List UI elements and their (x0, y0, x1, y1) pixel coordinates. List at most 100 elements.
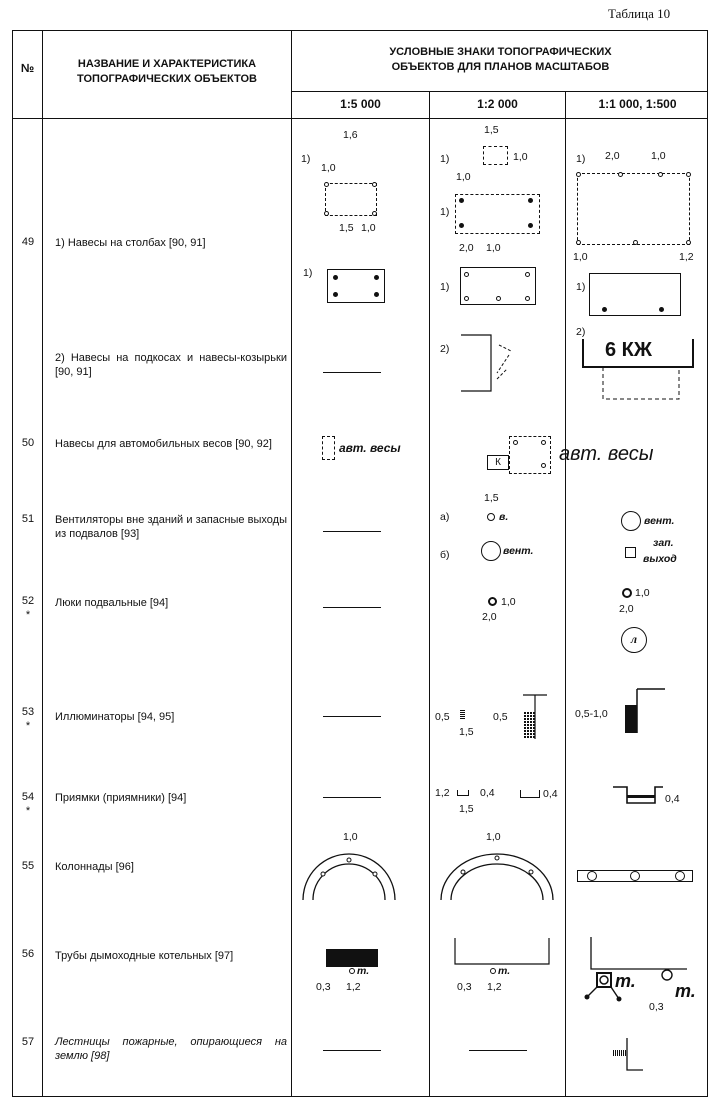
canopy-signboard-icon (582, 339, 694, 400)
object-label: вент. (644, 515, 675, 527)
canopy-solid (460, 267, 536, 305)
dimension-label: 1,2 (435, 787, 450, 799)
fire-ladder-icon (613, 1038, 643, 1071)
pillar-dot (496, 296, 501, 301)
object-label-large: авт. весы (559, 443, 654, 465)
hatch-icon (488, 597, 497, 606)
pit-icon (520, 790, 540, 798)
row-name: 1) Навесы на столбах [90, 91] (55, 237, 206, 249)
dimension-label: 0,4 (480, 787, 495, 799)
pillar-dot (576, 172, 581, 177)
dimension-label: 1,0 (456, 171, 471, 183)
no-sign-dash (323, 372, 381, 373)
pillar-dot (333, 275, 338, 280)
object-label: выход (643, 553, 677, 565)
dimension-label: 1,5 (459, 726, 474, 738)
row-name: Иллюминаторы [94, 95] (55, 711, 175, 723)
header-bottom (13, 118, 707, 119)
row-number: 50 (21, 437, 35, 449)
row-number: 52 (21, 595, 35, 607)
dimension-label: 0,4 (665, 793, 680, 805)
header-signs-line: УСЛОВНЫЕ ЗНАКИ ТОПОГРАФИЧЕСКИХ (389, 46, 612, 58)
pillar-dot (324, 182, 329, 187)
pillar-dot (602, 307, 607, 312)
dimension-label: 1,6 (343, 129, 358, 141)
dimension-label: 1,5 (339, 222, 354, 234)
no-sign-dash (469, 1050, 527, 1051)
canopy-outline (325, 183, 377, 216)
scale-booth: К (487, 455, 509, 470)
row-number: 51 (21, 513, 35, 525)
dimension-label: 0,3 (457, 981, 472, 993)
dimension-label: 1,2 (346, 981, 361, 993)
header-name-line: ТОПОГРАФИЧЕСКИХ ОБЪЕКТОВ (77, 73, 257, 85)
row-name: Колоннады [96] (55, 861, 134, 873)
col-divider (565, 91, 566, 1096)
dimension-label: 1,0 (635, 587, 650, 599)
canopy-outline (483, 146, 508, 165)
no-sign-dash (323, 1050, 381, 1051)
porthole-wall-large-icon (625, 688, 665, 733)
colonnade-arc-icon (302, 853, 396, 901)
emergency-exit-square-icon (625, 547, 636, 558)
pillar-dot (374, 275, 379, 280)
canopy-outline (455, 194, 540, 234)
pillar-dot (633, 240, 638, 245)
row-number: 55 (21, 860, 35, 872)
header-signs-line: ОБЪЕКТОВ ДЛЯ ПЛАНОВ МАСШТАБОВ (391, 61, 610, 73)
row-number: 57 (21, 1036, 35, 1048)
dimension-label: 2,0 (619, 603, 634, 615)
variant-label: 1) (440, 153, 450, 165)
no-sign-dash (323, 716, 381, 717)
object-label: авт. весы (339, 441, 401, 455)
dimension-label: 1,0 (573, 251, 588, 263)
pillar-dot (374, 292, 379, 297)
row-number: 49 (21, 236, 35, 248)
pillar-dot (541, 440, 546, 445)
row-name: Трубы дымоходные котельных [97] (55, 950, 234, 962)
row-star: * (25, 805, 31, 817)
chimney-dot (490, 968, 496, 974)
dimension-label: 1,0 (321, 162, 336, 174)
symbols-table: № НАЗВАНИЕ И ХАРАКТЕРИСТИКА ТОПОГРАФИЧЕС… (12, 30, 708, 1097)
pillar-dot (525, 272, 530, 277)
col-divider (291, 31, 292, 1096)
header-scale-1000-500: 1:1 000, 1:500 (598, 97, 677, 111)
pillar-dot (686, 172, 691, 177)
canopy-outline (577, 173, 690, 245)
dimension-label: 1,0 (343, 831, 358, 843)
pillar-dot (541, 463, 546, 468)
pillar-dot (372, 182, 377, 187)
variant-label: 1) (440, 281, 450, 293)
row-name: Приямки (приямники) [94] (55, 792, 187, 804)
variant-label: 1) (440, 206, 450, 218)
variant-label: 2) (440, 343, 450, 355)
pit-small-icon (457, 790, 469, 796)
object-label-large: т. (675, 981, 696, 1001)
pillar-dot (464, 272, 469, 277)
dimension-label: 0,4 (543, 788, 558, 800)
object-label: зап. (653, 537, 674, 549)
colonnade-arc-icon (440, 853, 554, 901)
dimension-label: 0,5 (493, 711, 508, 723)
pillar-dot (528, 223, 533, 228)
pillar-dot (576, 240, 581, 245)
chimney-wall-icon (454, 938, 550, 965)
variant-label: 2) (576, 326, 586, 338)
dimension-label: 1,0 (486, 831, 501, 843)
variant-label: 1) (303, 267, 313, 279)
colonnade-straight-icon (577, 870, 693, 882)
row-star: * (25, 720, 31, 732)
no-sign-dash (323, 797, 381, 798)
row-name: Навесы для автомобильных весов [90, 92] (55, 438, 272, 450)
bracket-canopy-icon (461, 334, 512, 392)
porthole-small-icon (460, 709, 465, 719)
column-circle (587, 871, 597, 881)
column-circle (675, 871, 685, 881)
pillar-dot (464, 296, 469, 301)
variant-label: 1) (301, 153, 311, 165)
object-label: т. (357, 965, 370, 977)
chimney-block-icon (326, 949, 378, 967)
pillar-dot (459, 223, 464, 228)
dimension-label: 1,5 (484, 124, 499, 136)
